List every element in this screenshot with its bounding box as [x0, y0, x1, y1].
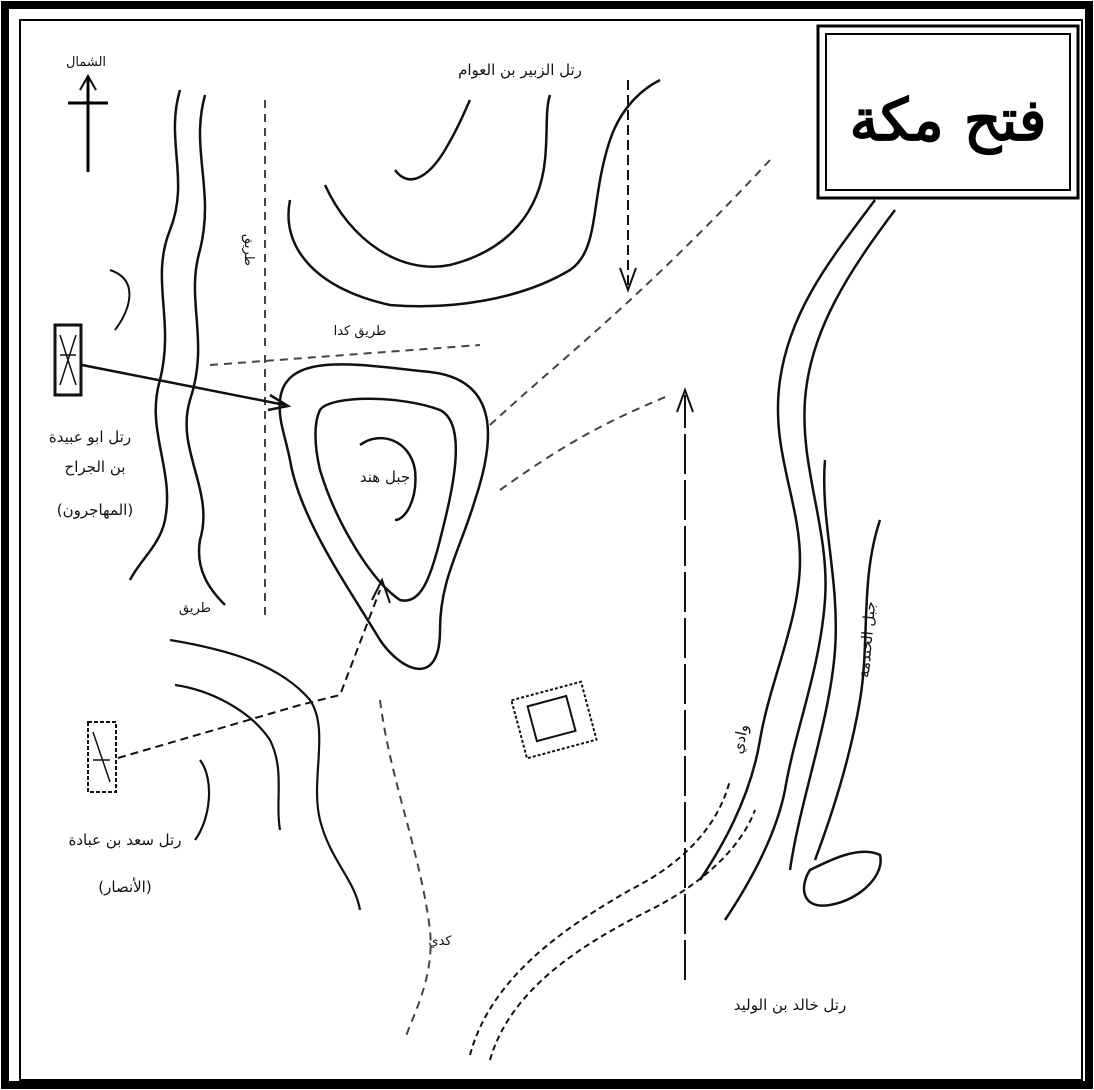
- label-abu-ubaidah-3: (المهاجرون): [57, 501, 133, 519]
- northern-hills: [287, 78, 661, 308]
- abu-ubaidah-arrow: [81, 363, 292, 412]
- label-road-kada: طريق كدا: [334, 324, 387, 339]
- label-lower-road: طريق: [241, 234, 256, 266]
- jabal-hind: [278, 363, 490, 670]
- left-wadi: [128, 89, 226, 606]
- map-title: فتح مكة: [849, 86, 1046, 156]
- khalid-route-lines: [469, 779, 756, 1061]
- saad-arrow: [117, 577, 391, 759]
- north-label: الشمال: [66, 55, 106, 70]
- saad-column-icon: [87, 721, 117, 793]
- label-kuda: كدي: [428, 934, 452, 949]
- label-abu-ubaidah-1: رتل ابو عبيدة: [49, 428, 131, 446]
- title-box: فتح مكة: [816, 24, 1080, 200]
- kaaba-icon: [510, 680, 598, 760]
- label-jabal-khandama: جبل الخندمة: [855, 601, 880, 679]
- label-abu-ubaidah-2: بن الجراح: [65, 458, 126, 476]
- army-column-icon: [53, 323, 83, 397]
- dashed-roads: [209, 100, 771, 1041]
- left-stream: [109, 269, 131, 331]
- inner-border: [19, 19, 1083, 1081]
- southwest-ridges: [169, 638, 362, 911]
- north-arrow-icon: الشمال: [66, 55, 108, 172]
- label-left-road: طريق: [179, 601, 211, 616]
- khalid-arrow: [676, 387, 694, 980]
- zubair-arrow: [619, 80, 637, 293]
- label-zubair: رتل الزبير بن العوام: [458, 61, 582, 79]
- label-saad-1: رتل سعد بن عبادة: [69, 831, 182, 849]
- label-wadi: وادي: [728, 722, 753, 755]
- label-jabal-hind: جبل هند: [360, 468, 410, 486]
- east-wadi: [698, 199, 897, 921]
- label-khalid: رتل خالد بن الوليد: [734, 996, 846, 1014]
- label-saad-2: (الأنصار): [98, 877, 151, 896]
